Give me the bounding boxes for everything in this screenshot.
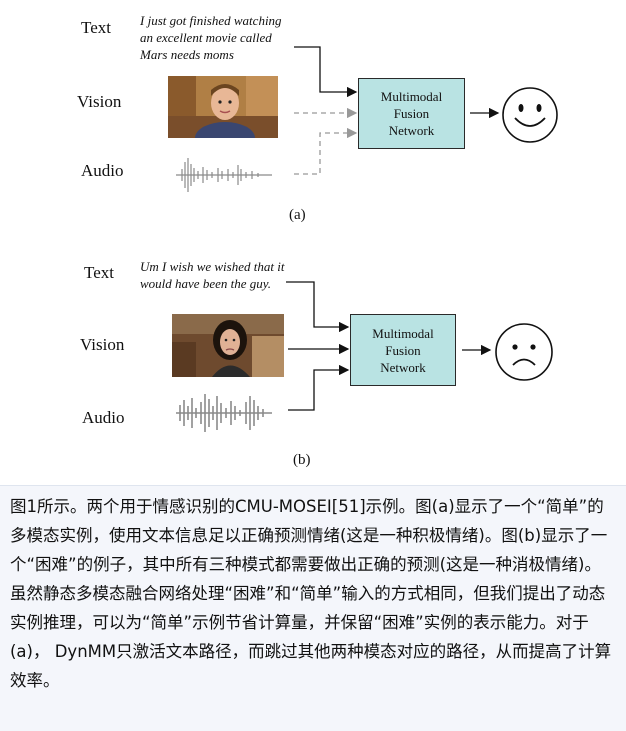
vision-image-child bbox=[168, 76, 278, 138]
sad-face-icon bbox=[495, 323, 553, 381]
audio-waveform bbox=[176, 158, 272, 192]
text-arrow bbox=[294, 46, 358, 98]
text-quote: Um I wish we wished that it would have b… bbox=[140, 259, 285, 291]
vision-label: Vision bbox=[80, 335, 125, 354]
text-arrow bbox=[286, 281, 350, 333]
audio-label: Audio bbox=[81, 161, 124, 180]
caption-a: (a) bbox=[289, 207, 306, 223]
text-quote: I just got finished watching an excellen… bbox=[140, 13, 282, 62]
audio-waveform bbox=[176, 394, 272, 432]
figure-description: 图1所示。两个用于情感识别的CMU-MOSEI[51]示例。图(a)显示了一个“… bbox=[0, 485, 626, 731]
figure-a-arrows bbox=[294, 46, 500, 175]
vision-label: Vision bbox=[77, 92, 122, 111]
audio-label: Audio bbox=[82, 408, 125, 427]
audio-arrow bbox=[288, 364, 350, 411]
figure-b-arrows bbox=[286, 281, 492, 411]
fusion-network-box: Multimodal Fusion Network bbox=[350, 314, 456, 386]
happy-face-icon bbox=[502, 87, 558, 143]
audio-arrow-dashed bbox=[294, 127, 358, 175]
fusion-network-box: Multimodal Fusion Network bbox=[358, 78, 465, 149]
caption-b: (b) bbox=[293, 452, 311, 468]
text-label: Text bbox=[84, 263, 114, 282]
vision-image-woman bbox=[172, 314, 284, 377]
text-label: Text bbox=[81, 18, 111, 37]
